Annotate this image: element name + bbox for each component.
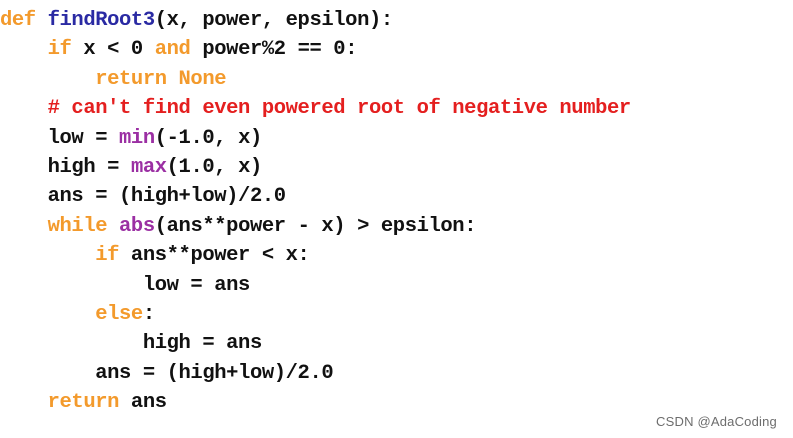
code-token: [0, 215, 48, 238]
code-line: while abs(ans**power - x) > epsilon:: [0, 212, 793, 241]
code-token: else: [95, 302, 143, 326]
code-token: (ans**power - x) > epsilon:: [154, 214, 477, 238]
code-token: (-1.0, x): [154, 126, 263, 150]
code-line: if ans**power < x:: [0, 241, 793, 270]
code-token: [107, 215, 119, 238]
code-token: ans = (high+low)/2.0: [0, 361, 334, 385]
watermark: CSDN @AdaCoding: [656, 414, 777, 429]
code-token: x < 0: [71, 38, 155, 62]
code-token: if: [95, 244, 120, 268]
code-token: # can't find even powered root of negati…: [47, 97, 632, 121]
code-token: high =: [0, 155, 131, 179]
code-line: else:: [0, 300, 793, 329]
code-line: high = max(1.0, x): [0, 153, 793, 182]
code-token: def: [0, 9, 48, 32]
code-token: findRoot3: [47, 9, 156, 32]
code-line: ans = (high+low)/2.0: [0, 359, 793, 388]
code-token: (x, power, epsilon):: [154, 9, 393, 32]
code-line: if x < 0 and power%2 == 0:: [0, 35, 793, 64]
code-token: max: [130, 155, 167, 179]
code-line: def findRoot3(x, power, epsilon):: [0, 6, 793, 35]
code-block: def findRoot3(x, power, epsilon): if x <…: [0, 6, 793, 417]
code-token: [0, 38, 48, 61]
code-token: [0, 68, 95, 91]
code-line: return None: [0, 65, 793, 94]
code-token: [0, 303, 95, 326]
code-line: high = ans: [0, 329, 793, 358]
code-token: and: [154, 38, 191, 62]
code-token: if: [47, 38, 72, 62]
code-token: min: [119, 126, 155, 150]
code-token: ans**power < x:: [119, 244, 310, 268]
code-token: low =: [0, 126, 120, 150]
code-token: [0, 244, 95, 267]
code-token: ans = (high+low)/2.0: [0, 185, 286, 209]
code-token: return None: [95, 67, 227, 91]
code-token: power%2 == 0:: [190, 38, 358, 62]
code-line: low = ans: [0, 271, 793, 300]
code-token: (1.0, x): [166, 155, 263, 179]
code-token: while: [47, 214, 108, 238]
code-token: low = ans: [0, 273, 251, 297]
code-line: return ans: [0, 388, 793, 417]
code-line: ans = (high+low)/2.0: [0, 182, 793, 211]
code-token: :: [142, 302, 155, 326]
code-token: abs: [119, 214, 155, 238]
code-token: ans: [119, 391, 167, 415]
code-line: # can't find even powered root of negati…: [0, 94, 793, 123]
code-token: return: [47, 391, 120, 415]
code-token: [0, 97, 48, 120]
code-token: high = ans: [0, 332, 262, 356]
code-line: low = min(-1.0, x): [0, 124, 793, 153]
code-token: [0, 391, 48, 414]
